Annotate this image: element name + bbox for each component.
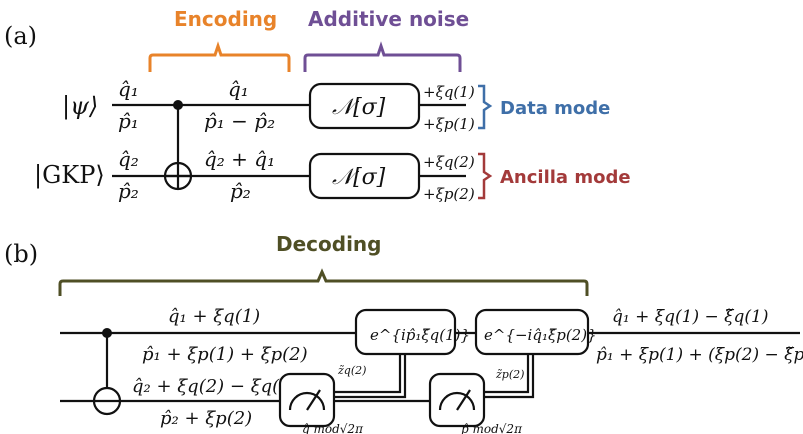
gate2-label: e^{−iq̂₁ξ̃p(2)} (484, 326, 597, 344)
noise-box-data (308, 82, 421, 130)
xi-q1: +ξq(1) (423, 83, 475, 101)
output-q-label: q̂₁ + ξq(1) − ξ̃q(1) (612, 307, 768, 327)
input-psi: |ψ⟩ (62, 92, 98, 121)
encoding-brace (148, 41, 291, 72)
noise-box-ancilla (308, 152, 421, 200)
label-mid-p2: p̂₂ (230, 179, 251, 203)
xi-p2: +ξp(2) (423, 185, 475, 203)
noise-box-ancilla-label: 𝒩[σ] (332, 165, 386, 190)
decoding-label: Decoding (276, 232, 382, 256)
top-p-label: p̂₁ + ξp(1) + ξp(2) (142, 344, 308, 365)
panel-b-tag: (b) (4, 240, 38, 268)
label-in-p1: p̂₁ (118, 109, 139, 133)
gate1-label: e^{ip̂₁ξ̃q(1)} (370, 326, 470, 344)
label-mid-q1: q̂₁ (228, 77, 249, 101)
output-p-label: p̂₁ + ξp(1) + (ξp(2) − ξ̃p(2)) (596, 345, 803, 365)
label-in-q2: q̂₂ (118, 147, 139, 171)
classical-wire-2 (484, 353, 535, 399)
data-mode-label: Data mode (500, 98, 610, 119)
additive-noise-brace (303, 41, 462, 72)
measurement-box-p (428, 372, 486, 428)
ancilla-mode-bracket (478, 152, 493, 200)
bottom-p-label: p̂₂ + ξp(2) (160, 408, 252, 429)
label-in-q1: q̂₁ (118, 77, 139, 101)
bottom-q-label: q̂₂ + ξq(2) − ξq(1) (132, 376, 298, 397)
displacement-gate-1 (354, 308, 457, 356)
label-mid-q2: q̂₂ + q̂₁ (204, 147, 275, 171)
meter-needle-2 (456, 389, 471, 411)
input-gkp: |GKP⟩ (34, 161, 105, 190)
ancilla-mode-label: Ancilla mode (500, 167, 631, 188)
meter-arc-2 (438, 391, 476, 411)
meter-needle-1 (306, 389, 321, 411)
panel-a-tag: (a) (4, 22, 37, 50)
meter-arc-1 (288, 391, 326, 411)
label-mid-p1: p̂₁ − p̂₂ (204, 109, 275, 133)
top-q-label: q̂₁ + ξq(1) (168, 306, 260, 327)
xi-q2: +ξq(2) (423, 153, 475, 171)
measurement-box-q (278, 372, 336, 428)
data-mode-bracket (478, 84, 493, 130)
noise-box-data-label: 𝒩[σ] (332, 95, 386, 120)
decoding-brace (58, 268, 589, 296)
additive-noise-label: Additive noise (308, 7, 469, 31)
meas-p-label: p̂ mod√2π (461, 422, 523, 434)
classical-wire-1 (334, 353, 407, 399)
encoding-label: Encoding (174, 7, 277, 31)
decode-target (92, 386, 122, 416)
label-in-p2: p̂₂ (118, 179, 139, 203)
zq-label: z̃q(2) (337, 364, 366, 377)
displacement-gate-2 (474, 308, 590, 356)
zp-label: z̃p(2) (495, 368, 524, 381)
meas-q-label: q̂ mod√2π (302, 422, 364, 434)
xi-p1: +ξp(1) (423, 115, 475, 133)
